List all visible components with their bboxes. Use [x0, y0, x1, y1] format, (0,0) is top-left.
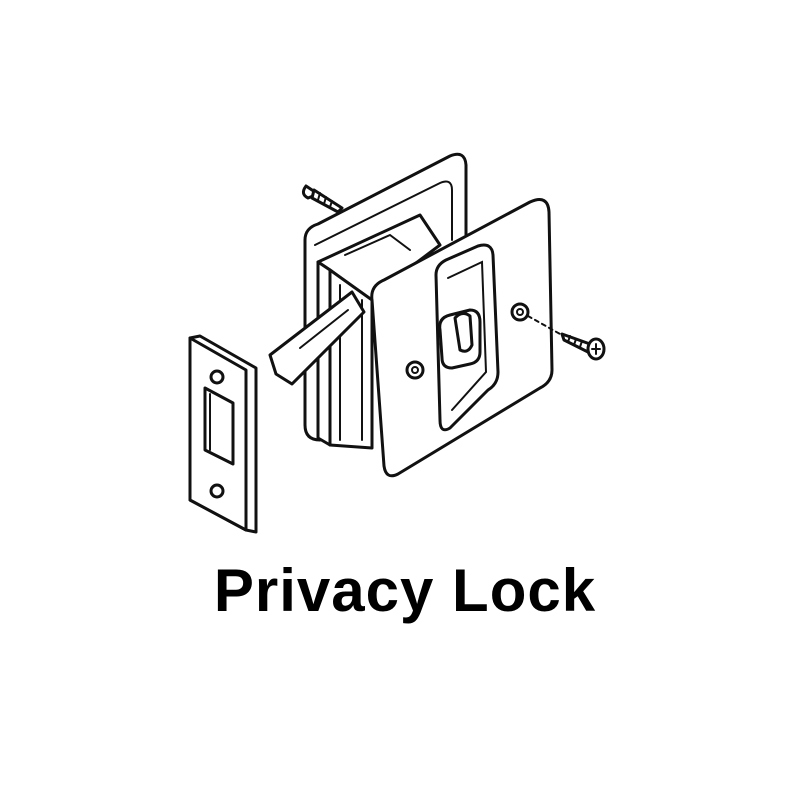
latch — [268, 290, 366, 386]
strike-plate — [188, 334, 258, 534]
diagram-title: Privacy Lock — [213, 557, 597, 624]
thumb-turn — [438, 308, 482, 370]
screw-top-left — [301, 184, 344, 214]
lock-body — [303, 152, 554, 478]
screw-right — [527, 315, 606, 361]
